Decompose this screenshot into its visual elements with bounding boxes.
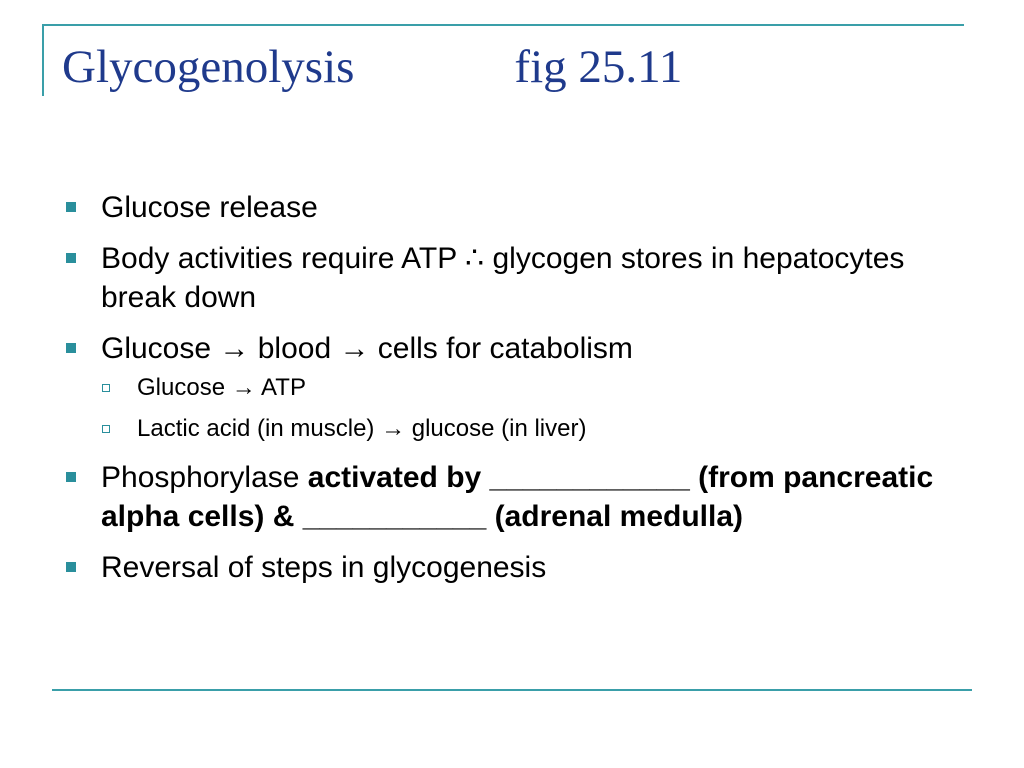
square-bullet-icon bbox=[66, 562, 76, 573]
bullet-item: Glucose → blood → cells for catabolism bbox=[62, 329, 942, 368]
title-fig-reference: fig 25.11 bbox=[514, 41, 683, 93]
bullet-item: Reversal of steps in glycogenesis bbox=[62, 548, 942, 587]
slide-title: Glycogenolysis fig 25.11 bbox=[62, 41, 683, 94]
left-accent-line bbox=[42, 24, 44, 96]
square-bullet-icon bbox=[66, 202, 76, 212]
sub-bullet-text: Glucose → ATP bbox=[137, 374, 306, 401]
bullet-item: Phosphorylase activated by ____________ … bbox=[62, 458, 942, 536]
bullet-text-plain: Phosphorylase bbox=[101, 461, 308, 495]
bullet-item: Body activities require ATP ∴ glycogen s… bbox=[62, 239, 942, 317]
top-divider-line bbox=[42, 24, 964, 26]
slide-body: Glucose release Body activities require … bbox=[62, 188, 942, 599]
bottom-divider-line bbox=[52, 689, 972, 691]
title-main: Glycogenolysis bbox=[62, 41, 355, 93]
bullet-text: Body activities require ATP ∴ glycogen s… bbox=[101, 242, 905, 314]
bullet-text: Glucose → blood → cells for catabolism bbox=[101, 332, 633, 365]
square-bullet-icon bbox=[66, 253, 76, 263]
hollow-square-bullet-icon bbox=[102, 425, 110, 434]
sub-bullet-item: Glucose → ATP bbox=[62, 372, 942, 403]
sub-bullet-text: Lactic acid (in muscle) → glucose (in li… bbox=[137, 415, 587, 443]
square-bullet-icon bbox=[66, 472, 76, 483]
bullet-text: Reversal of steps in glycogenesis bbox=[101, 551, 547, 585]
bullet-text-bold: activated by ____________ (from pancreat… bbox=[101, 461, 934, 534]
square-bullet-icon bbox=[66, 343, 76, 353]
bullet-text: Glucose release bbox=[101, 191, 318, 224]
hollow-square-bullet-icon bbox=[102, 384, 110, 392]
bullet-item: Glucose release bbox=[62, 188, 942, 227]
sub-bullet-item: Lactic acid (in muscle) → glucose (in li… bbox=[62, 413, 942, 444]
